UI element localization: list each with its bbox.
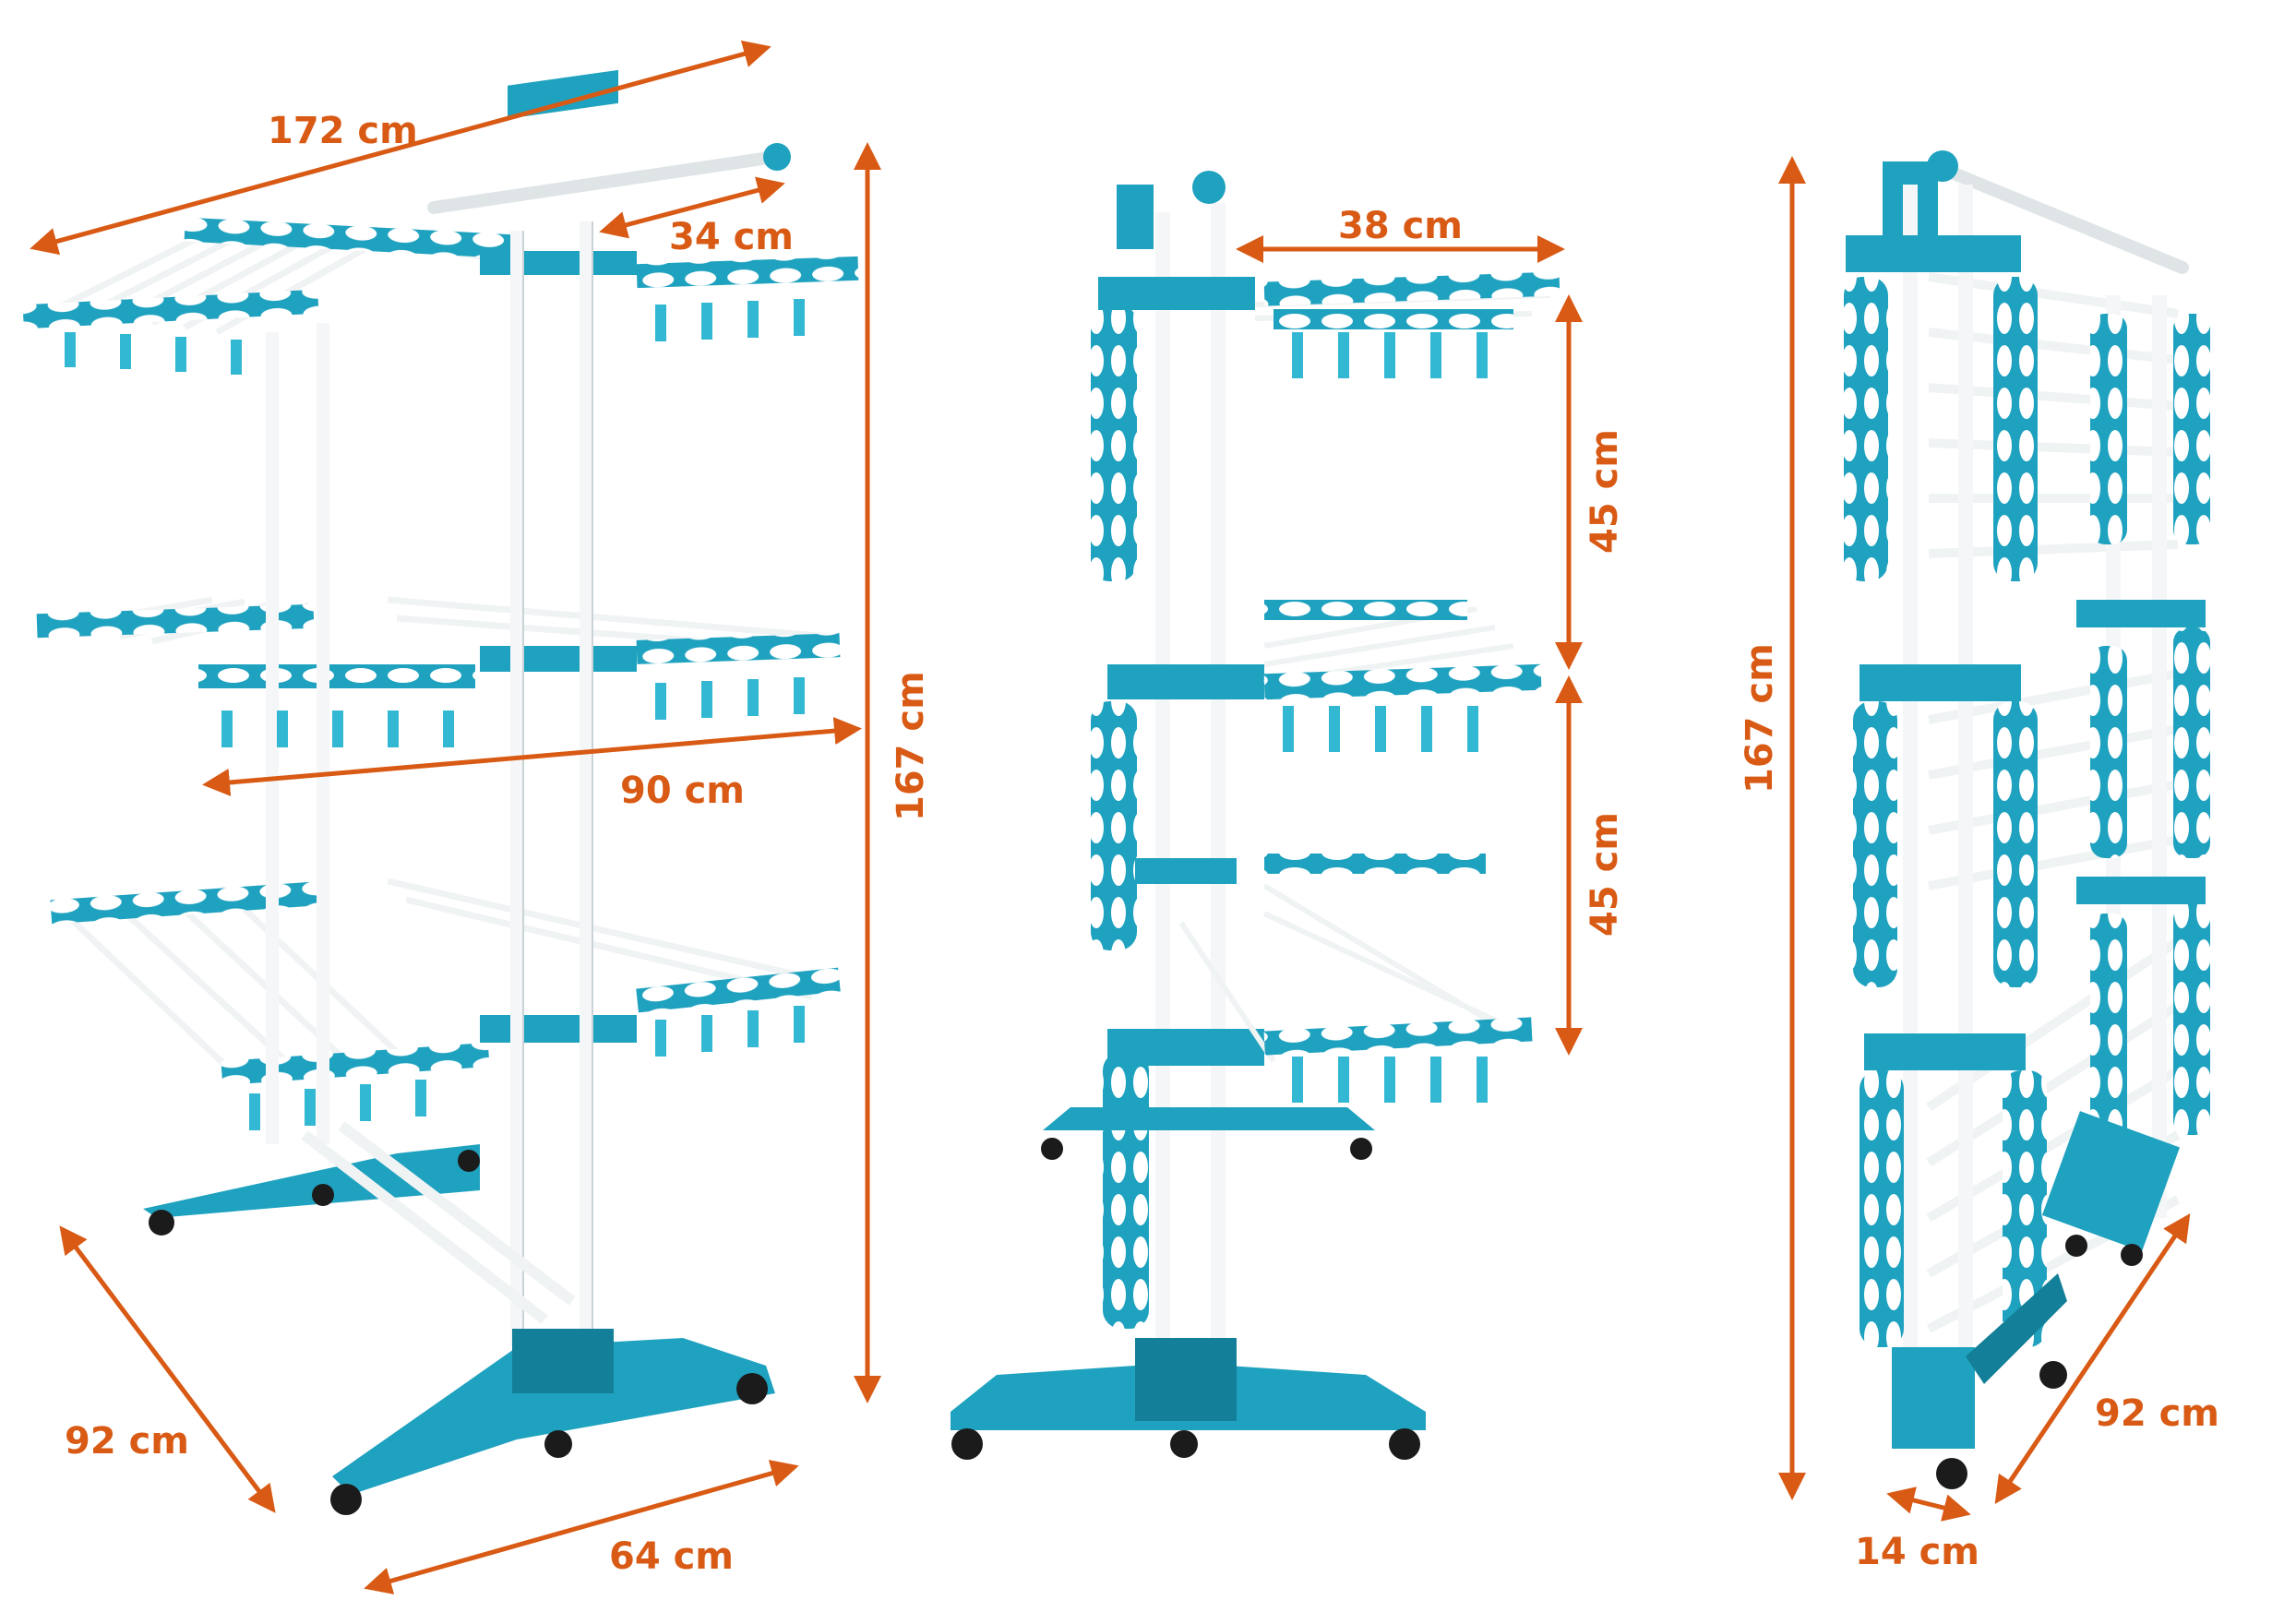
folded-view: 167 cm 92 cm 14 cm	[1739, 150, 2219, 1573]
side-wing	[2173, 627, 2210, 858]
peg-bar	[198, 664, 475, 688]
tier-frame	[1864, 1033, 2026, 1070]
shelf-bottom	[50, 878, 841, 1086]
dimension-label: 45 cm	[1584, 812, 1626, 937]
tier-frame	[2076, 600, 2206, 627]
shelf-hub	[480, 251, 637, 275]
dimension-label: 14 cm	[1855, 1531, 1979, 1573]
dimension-label: 92 cm	[2095, 1392, 2219, 1435]
dimension-label: 92 cm	[65, 1420, 189, 1463]
dimension-label: 167 cm	[890, 671, 932, 821]
dimension-arrows	[1236, 235, 1583, 1056]
peg-bar	[636, 633, 841, 664]
peg-bar	[221, 1042, 490, 1086]
dimension-label: 45 cm	[1584, 429, 1626, 554]
peg-bar	[50, 880, 329, 925]
dimension-label: 38 cm	[1338, 205, 1463, 247]
rear-base	[1043, 1107, 1375, 1130]
tier-middle	[1107, 600, 1542, 700]
side-wing	[2173, 314, 2210, 544]
tier-frame	[2076, 877, 2206, 904]
side-wing	[2090, 914, 2127, 1153]
base-hub	[512, 1329, 614, 1393]
dimension-label: 172 cm	[268, 110, 418, 152]
base-hub	[1135, 1338, 1237, 1421]
peg-bar	[36, 603, 315, 639]
peg-bar	[22, 289, 319, 329]
vertical-poles	[1155, 203, 1226, 1375]
dimension-arrows	[30, 40, 881, 1594]
rod-end-cap	[763, 143, 791, 171]
side-wing	[1993, 277, 2038, 581]
side-wing	[1091, 701, 1137, 950]
top-handle	[1117, 185, 1154, 249]
cross-bar	[301, 1130, 548, 1324]
side-view: 38 cm 45 cm 45 cm	[951, 171, 1626, 1460]
angled-view: 172 cm 34 cm 90 cm 167 cm 92 cm 64 cm	[22, 40, 932, 1594]
side-wing	[2090, 314, 2127, 544]
side-wing	[1091, 304, 1137, 581]
front-base	[332, 1338, 775, 1495]
peg-bar	[636, 967, 841, 1013]
peg-bar	[636, 256, 859, 289]
shelf-middle	[36, 596, 841, 688]
caster-wheel-icon	[149, 1150, 768, 1515]
dimension-label: 34 cm	[669, 216, 794, 258]
rear-base	[143, 1144, 480, 1218]
side-wing	[2173, 904, 2210, 1135]
tier-frame	[1860, 664, 2021, 701]
tier-bottom	[1107, 854, 1533, 1066]
rod-end-cap	[1192, 171, 1226, 204]
shelf-hub	[480, 646, 637, 672]
peg-bar	[184, 217, 518, 259]
top-rod	[1941, 164, 2189, 274]
side-wing	[1844, 277, 1888, 581]
dimension-label: 90 cm	[620, 770, 745, 812]
clothes-peg-icon	[1283, 332, 1488, 1103]
caster-wheel-icon	[951, 1138, 1420, 1460]
front-base	[1892, 1347, 1975, 1449]
side-wing	[1993, 701, 2038, 987]
dimension-arrows	[1778, 156, 2191, 1522]
tier-top	[1098, 271, 1561, 329]
side-wing	[1860, 1070, 1904, 1347]
tier-frame	[1846, 235, 2021, 272]
shelf-hub	[480, 1015, 637, 1043]
side-wing	[1103, 1052, 1149, 1329]
dimension-label: 64 cm	[609, 1535, 734, 1578]
side-wing	[2090, 646, 2127, 858]
side-wing	[1853, 701, 1897, 987]
dimension-label: 167 cm	[1739, 643, 1781, 794]
